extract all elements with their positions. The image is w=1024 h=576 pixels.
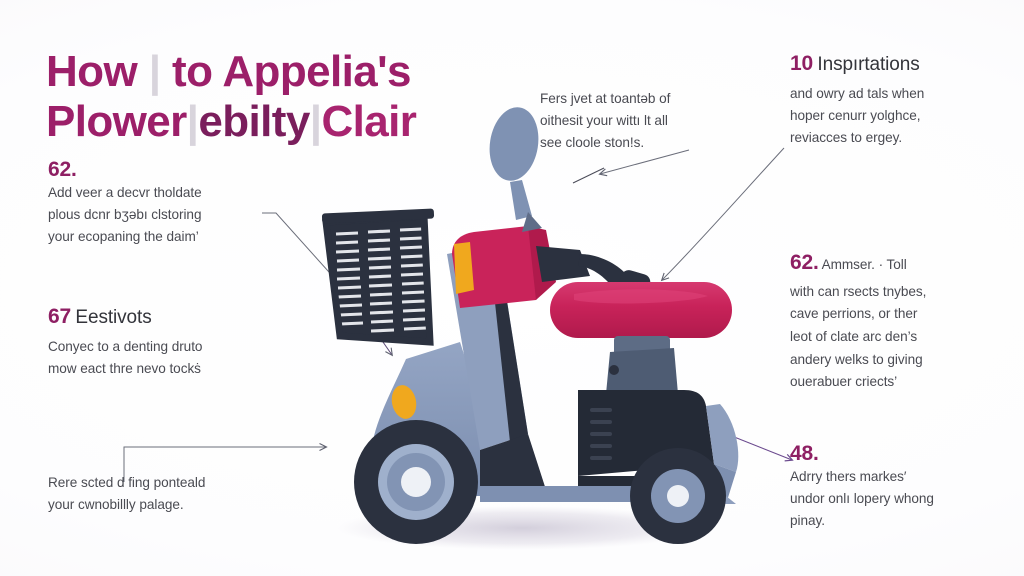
callout-line: mow eact thre nevo tockṡ <box>48 361 201 377</box>
callout-line: 62.Ammser. · Toll <box>790 246 1005 281</box>
callout-number: 62. <box>790 251 819 274</box>
callout-line-text: Ammser. · Toll <box>821 257 907 272</box>
mobility-scooter-illustration <box>284 104 754 556</box>
floor-deck <box>480 486 650 502</box>
callout-body: and owry ad tals when hoper cenurr yolgh… <box>790 83 1005 149</box>
callout-line: Conyec to a denting druto <box>48 339 203 354</box>
callout-line: reviacces to ergey. <box>790 130 903 146</box>
callout-top-center: Fers jvet at toantəb of oithesit your wi… <box>540 88 740 154</box>
callout-line: Add veer a decvr tholdate <box>48 185 202 200</box>
callout-body: Add veer a decvr tholdate plous dcnr bʒə… <box>48 182 283 248</box>
callout-line: oithesit your wittı lt all <box>540 113 668 129</box>
callout-number: 10 <box>790 52 813 75</box>
callout-line: Adrry thers markes′ <box>790 469 907 484</box>
title-word-ebilty: ebilty <box>198 97 310 147</box>
callout-line: with can rsects tnybes, <box>790 283 927 299</box>
title-word-plower: Plower <box>46 97 187 147</box>
callout-line: andery welks to giving <box>790 351 923 367</box>
title-separator-3: | <box>309 97 322 147</box>
callout-line: your ecopaning the daim’ <box>48 229 199 245</box>
turn-signal-light <box>391 385 417 419</box>
front-wheel <box>354 420 478 544</box>
callout-body: Conyec to a denting druto mow eact thre … <box>48 336 283 380</box>
callout-line: Fers jvet at toantəb of <box>540 91 671 106</box>
seat <box>550 282 732 338</box>
seat-post <box>606 336 678 394</box>
mirror <box>489 107 542 232</box>
callout-heading-row: 67 Eestivots <box>48 305 283 329</box>
callout-right-2: 62.Ammser. · Toll with can rsects tnybes… <box>790 246 1005 394</box>
callout-body: Fers jvet at toantəb of oithesit your wi… <box>540 88 740 154</box>
callout-left-3: Rere scted d fing ponteald your cwnobill… <box>48 472 288 516</box>
callout-line: and owry ad tals when <box>790 86 925 101</box>
callout-body: 62.Ammser. · Toll with can rsects tnybes… <box>790 246 1005 394</box>
rear-wheel <box>630 448 726 544</box>
callout-heading: Eestivots <box>75 307 152 328</box>
title-word-to-appelias: to Appelia's <box>172 47 411 97</box>
callout-line: hoper cenurr yolghce, <box>790 108 921 124</box>
callout-line: plous dcnr bʒəbı clstoring <box>48 207 202 223</box>
callout-left-2: 67 Eestivots Conyec to a denting druto m… <box>48 305 283 380</box>
callout-right-1: 10 Inspırtations and owry ad tals when h… <box>790 52 1005 149</box>
callout-heading-row: 10 Inspırtations <box>790 52 1005 76</box>
title-separator-2: | <box>186 97 199 147</box>
title-word-clair: Clair <box>321 97 417 147</box>
front-basket <box>321 208 435 346</box>
front-cowl <box>452 226 556 308</box>
callout-line: cave perrions, or ther <box>790 306 918 322</box>
callout-left-1: 62. Add veer a decvr tholdate plous dcnr… <box>48 158 283 248</box>
page-title: How | to Appelia's Plower|ebilty|Clair <box>46 47 516 146</box>
callout-line: pinay. <box>790 513 825 529</box>
callout-line: Rere scted d fing ponteald <box>48 475 206 490</box>
callout-line: undor onlı lopery whong <box>790 491 934 507</box>
vent-lines <box>590 408 612 460</box>
callout-body: Rere scted d fing ponteald your cwnobill… <box>48 472 288 516</box>
title-separator-1: | <box>148 47 161 97</box>
callout-body: Adrry thers markes′ undor onlı lopery wh… <box>790 466 995 532</box>
callout-heading: Inspırtations <box>817 54 920 75</box>
callout-line: leot of clate arc den’s <box>790 328 918 344</box>
callout-line: your cwnobillly palage. <box>48 497 184 513</box>
callout-line: see cloole ston!s. <box>540 135 645 151</box>
callout-number: 62. <box>48 158 77 181</box>
callout-number: 48. <box>790 442 819 465</box>
callout-line: ouerabuer criects’ <box>790 374 898 390</box>
callout-right-3: 48. Adrry thers markes′ undor onlı loper… <box>790 442 995 532</box>
callout-number: 67 <box>48 305 71 328</box>
title-word-how: How <box>46 47 138 97</box>
